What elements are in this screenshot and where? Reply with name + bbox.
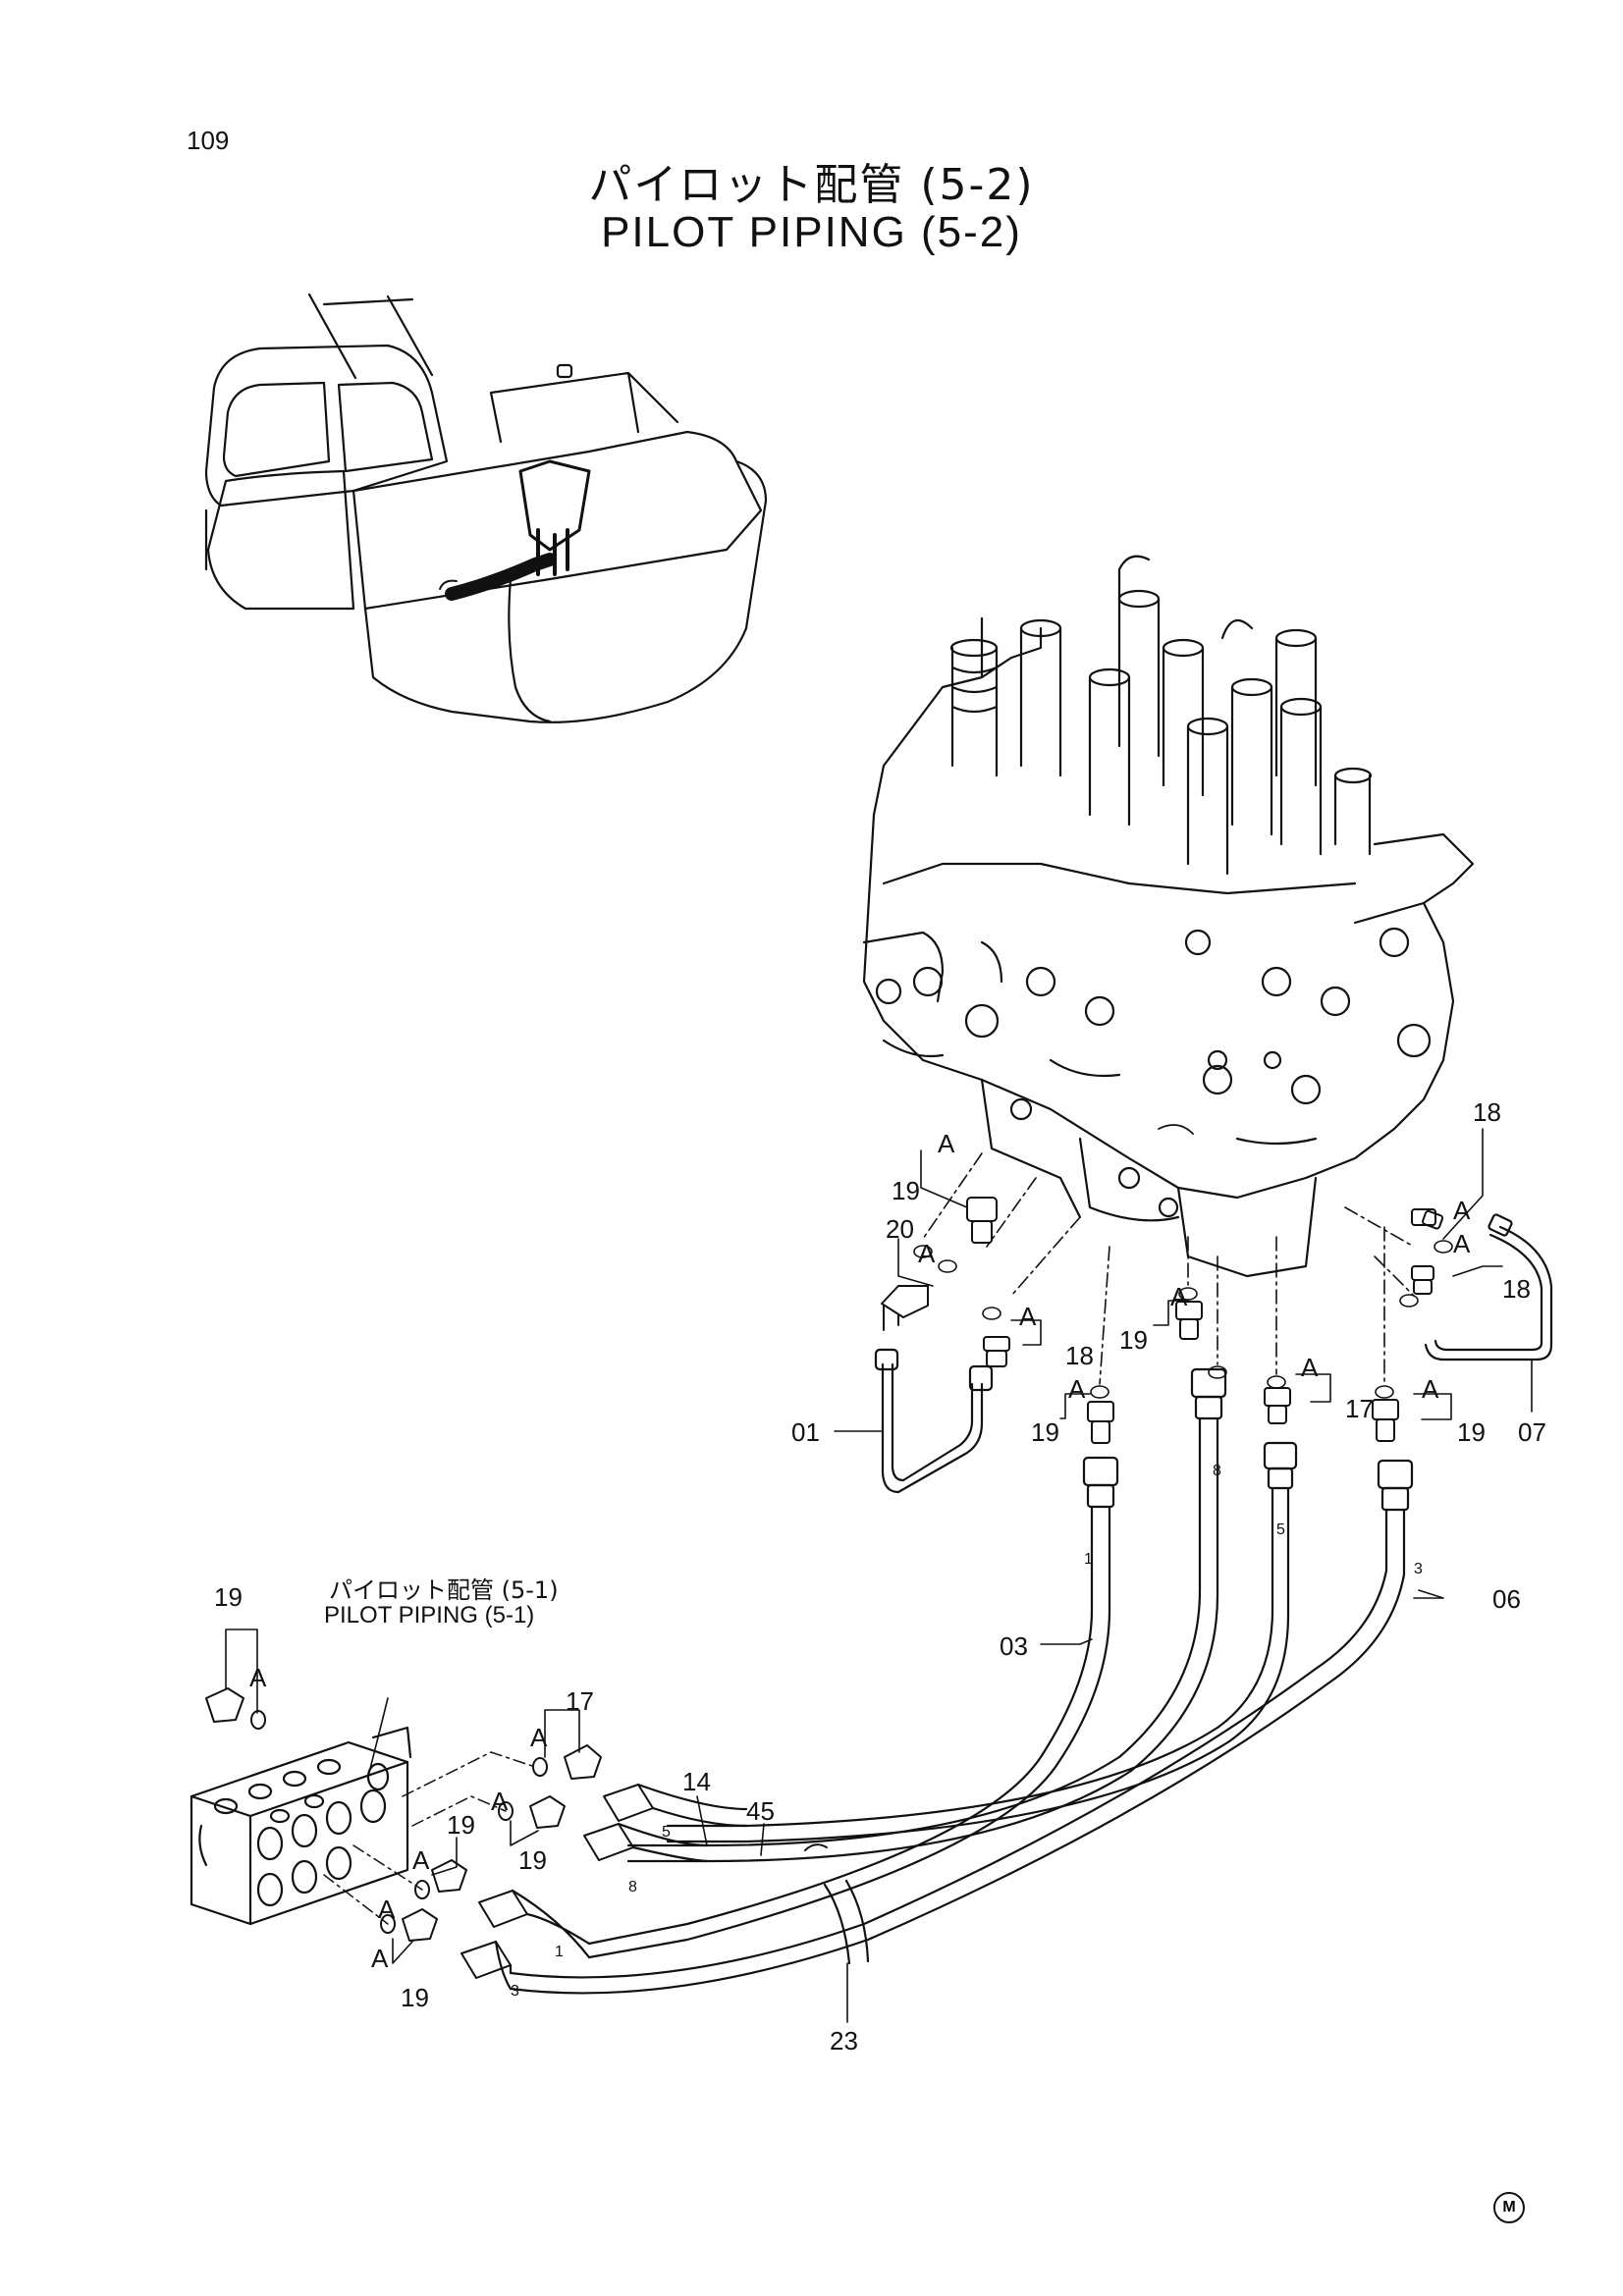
part-callout-20: 20	[886, 1214, 914, 1244]
part-callout-19: 19	[214, 1582, 243, 1612]
fittings-block	[205, 1687, 654, 1979]
part-callout-19: 19	[892, 1176, 920, 1205]
view-marker-a: A	[412, 1845, 430, 1875]
hose-mark-5: 5	[1276, 1522, 1285, 1538]
hoses-left-ends	[494, 1783, 748, 1991]
view-marker-a: A	[378, 1895, 396, 1924]
part-callout-01: 01	[791, 1417, 820, 1447]
hose-mark-8: 8	[628, 1879, 637, 1896]
part-callout-19: 19	[1119, 1325, 1148, 1355]
part-callout-17: 17	[566, 1686, 594, 1716]
part-callout-18: 18	[1502, 1274, 1531, 1304]
part-callout-19: 19	[1457, 1417, 1486, 1447]
part-callout-19: 19	[518, 1845, 547, 1875]
title-english: PILOT PIPING (5-2)	[601, 208, 1022, 256]
view-marker-a: A	[1301, 1353, 1319, 1382]
view-marker-a: A	[1019, 1302, 1037, 1331]
view-marker-a: A	[1422, 1374, 1439, 1404]
part-callout-18: 18	[1473, 1097, 1501, 1127]
reference-label-japanese: パイロット配管 (5-1)	[329, 1576, 559, 1604]
o-rings	[913, 1240, 1453, 1399]
hose-mark-3: 3	[1414, 1561, 1423, 1577]
part-callout-17: 17	[1345, 1394, 1374, 1423]
part-callout-19: 19	[401, 1983, 429, 2012]
port-lines	[922, 1152, 1415, 1385]
part-callout-14: 14	[682, 1767, 711, 1796]
part-callout-45: 45	[746, 1796, 775, 1826]
hose-mark-5: 5	[662, 1824, 671, 1841]
distribution-block	[189, 1726, 412, 1926]
control-valve	[862, 555, 1475, 1278]
view-marker-a: A	[371, 1944, 389, 1973]
reference-label-english: PILOT PIPING (5-1)	[324, 1602, 535, 1629]
part-callout-03: 03	[1000, 1631, 1028, 1661]
part-callout-07: 07	[1518, 1417, 1546, 1447]
view-marker-a: A	[1170, 1282, 1188, 1311]
title-japanese: パイロット配管 (5-2)	[588, 160, 1035, 210]
hose-mark-1: 1	[1084, 1551, 1093, 1568]
hose-mark-1: 1	[555, 1944, 564, 1960]
excavator-overview	[204, 293, 768, 723]
hose-mark-3: 3	[511, 1983, 519, 2000]
view-marker-a: A	[249, 1663, 267, 1692]
view-marker-a: A	[938, 1129, 955, 1158]
page-number: 109	[187, 126, 230, 155]
corner-mark-circle: M	[1493, 2192, 1525, 2223]
leader-lines	[225, 1128, 1533, 2023]
part-callout-19: 19	[447, 1810, 475, 1840]
view-marker-a: A	[1453, 1196, 1471, 1225]
pipe-01	[874, 1348, 994, 1494]
fittings-valve	[881, 1197, 1444, 1444]
hose-mark-8: 8	[1213, 1463, 1221, 1479]
pipe-07	[1424, 1213, 1553, 1362]
view-marker-a: A	[918, 1239, 936, 1268]
view-marker-a: A	[530, 1723, 548, 1752]
view-marker-a: A	[1453, 1229, 1471, 1258]
part-callout-06: 06	[1492, 1584, 1521, 1614]
hoses	[509, 1367, 1414, 1995]
part-callout-23: 23	[830, 2026, 858, 2056]
view-marker-a: A	[1068, 1374, 1086, 1404]
view-marker-a: A	[491, 1787, 509, 1816]
part-callout-18: 18	[1065, 1341, 1094, 1370]
part-callout-19: 19	[1031, 1417, 1059, 1447]
